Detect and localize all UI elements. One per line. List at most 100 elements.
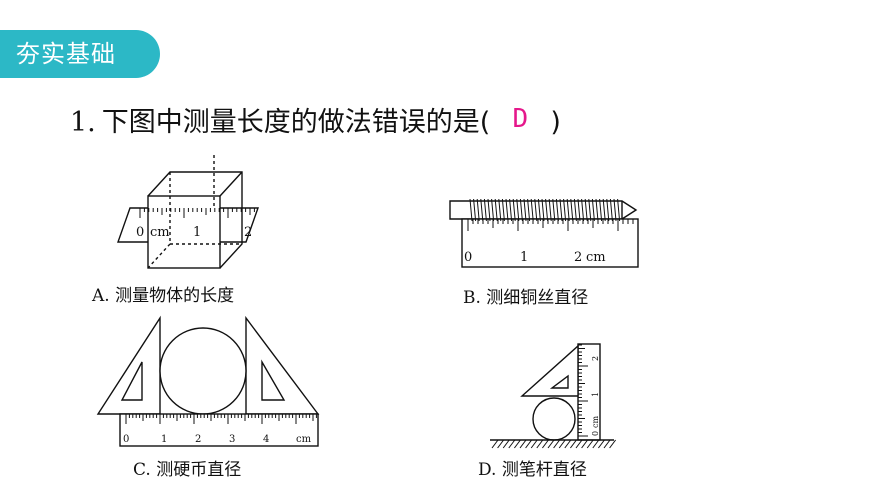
figure-b-wire-turn (534, 198, 538, 222)
figure-d-label-0: 0 (591, 431, 600, 436)
figure-d-ground-hatch (508, 439, 516, 449)
figure-a-caption: A. 测量物体的长度 (92, 286, 235, 306)
figure-c-label-1: 1 (161, 434, 167, 445)
figure-d-ground-hatch (536, 439, 544, 449)
figure-b-wire-turn (573, 198, 577, 222)
figure-a-label-1: 1 (193, 225, 201, 240)
figure-c-ruler (119, 413, 319, 447)
figure-b-label-1: 1 (520, 250, 528, 265)
figure-d-set-square (520, 344, 579, 397)
figure-c-label-0: 0 (123, 434, 129, 445)
figure-b-wire-turn (566, 198, 570, 222)
figure-b-caption: B. 测细铜丝直径 (463, 288, 589, 308)
figure-d-ground-hatch (586, 439, 594, 449)
figure-b-wire-turn (606, 198, 610, 222)
figure-b-wire-turn (591, 198, 595, 222)
figure-d-label-2: 2 (591, 356, 600, 361)
figure-b-wire-turn (480, 198, 484, 222)
figure-b-wire-turn (512, 198, 516, 222)
figure-b-wire-turn (555, 198, 559, 222)
figure-d-ground-hatch (530, 439, 538, 449)
figure-b-wire-turn (505, 198, 509, 222)
figure-a-diagram: 0 cm 1 2 (117, 155, 259, 269)
figure-d-label-cm: cm (591, 416, 600, 428)
open-paren: ( (479, 107, 491, 138)
figure-b-wire-turn (527, 198, 531, 222)
figure-c-label-4: 4 (263, 434, 269, 445)
figure-b-wire-turn (602, 198, 606, 222)
figure-b-wire-turn (469, 198, 473, 222)
figure-b-wire-turn (548, 198, 552, 222)
figure-b-wire-turn (523, 198, 527, 222)
figure-a-label-2: 2 (244, 225, 252, 240)
figure-d-pencil (532, 397, 576, 441)
question-line: 1.下图中测量长度的做法错误的是( D) (70, 100, 561, 139)
figure-b-label-0: 0 (464, 250, 472, 265)
figure-d-ground-hatch (575, 439, 583, 449)
figure-d-ground-hatch (519, 439, 527, 449)
figure-d-ground-hatch (502, 439, 510, 449)
figure-d-label-1: 1 (591, 392, 600, 397)
figure-b-wire-turn (559, 198, 563, 222)
figure-d-caption: D. 测笔杆直径 (478, 460, 587, 480)
figure-b-wire-turn (613, 198, 617, 222)
figure-b-wire-turn (584, 198, 588, 222)
section-badge: 夯实基础 (0, 30, 160, 78)
figure-d-ground-hatch (609, 439, 617, 449)
question-text: 下图中测量长度的做法错误的是 (101, 107, 480, 138)
figure-d-ground-hatch (513, 439, 521, 449)
figure-d-diagram: 0 cm 1 2 (490, 343, 617, 449)
figure-d-ground-hatch (598, 439, 605, 449)
figure-a-label-0: 0 (136, 225, 144, 240)
figure-b-wire-turn (494, 198, 498, 222)
figure-d-ground-hatch (497, 439, 505, 449)
figure-c-label-3: 3 (229, 434, 235, 445)
figure-c-diagram: 0 1 2 3 4 cm (96, 315, 320, 447)
figure-d-ground-hatch (564, 439, 572, 449)
figure-d-ground-hatch (570, 439, 577, 449)
figure-b-wire-turn (595, 198, 599, 222)
figure-b-label-cm: cm (586, 250, 606, 265)
figure-b-wire-turn (609, 198, 613, 222)
figure-b-wire-turn (563, 198, 567, 222)
figure-b-wire-turn (491, 198, 495, 222)
figure-d-ground-hatch (592, 439, 600, 449)
figure-d-ground-hatch (491, 439, 499, 449)
question-number: 1. (70, 107, 96, 138)
figure-a-label-cm: cm (150, 225, 170, 240)
figure-b-wire-turn (577, 198, 581, 222)
figure-b-wire-turn (617, 198, 621, 222)
figure-b-wire-turn (530, 198, 534, 222)
figure-b-wire-turn (476, 198, 480, 222)
figure-c-label-cm: cm (296, 434, 312, 445)
figure-b-wire-turn (516, 198, 520, 222)
figure-b-wire-turn (570, 198, 574, 222)
figure-b-wire-turn (483, 198, 487, 222)
figure-c-caption: C. 测硬币直径 (133, 460, 242, 480)
figure-b-wire-turn (473, 198, 477, 222)
answer-text: D (512, 104, 529, 134)
figure-d-ground-hatch (553, 439, 560, 449)
figure-b-wire-turn (581, 198, 585, 222)
figure-d-ground-hatch (525, 439, 532, 449)
figure-b-wire-turn (537, 198, 541, 222)
figure-d-ground-hatch (542, 439, 549, 449)
figure-d-ground-hatch (547, 439, 555, 449)
figure-c-label-2: 2 (195, 434, 201, 445)
close-paren: ) (550, 107, 561, 138)
figure-b-label-2: 2 (574, 250, 582, 265)
figure-b-wire-turn (599, 198, 603, 222)
figure-b-wire-turn (541, 198, 545, 222)
figure-b-diagram: 0 1 2 cm (449, 198, 639, 268)
figure-b-wire-turn (519, 198, 523, 222)
figure-b-wire-turn (501, 198, 505, 222)
figure-b-wire-turn (498, 198, 502, 222)
figure-d-ground-hatch (581, 439, 588, 449)
figure-b-ruler (461, 218, 639, 268)
figure-b-wire-turn (545, 198, 549, 222)
figure-d-ground-hatch (603, 439, 611, 449)
figure-b-wire-turn (552, 198, 556, 222)
figure-c-coin (159, 327, 247, 415)
figure-d-ground-hatch (558, 439, 566, 449)
figure-b-wire-turn (509, 198, 513, 222)
